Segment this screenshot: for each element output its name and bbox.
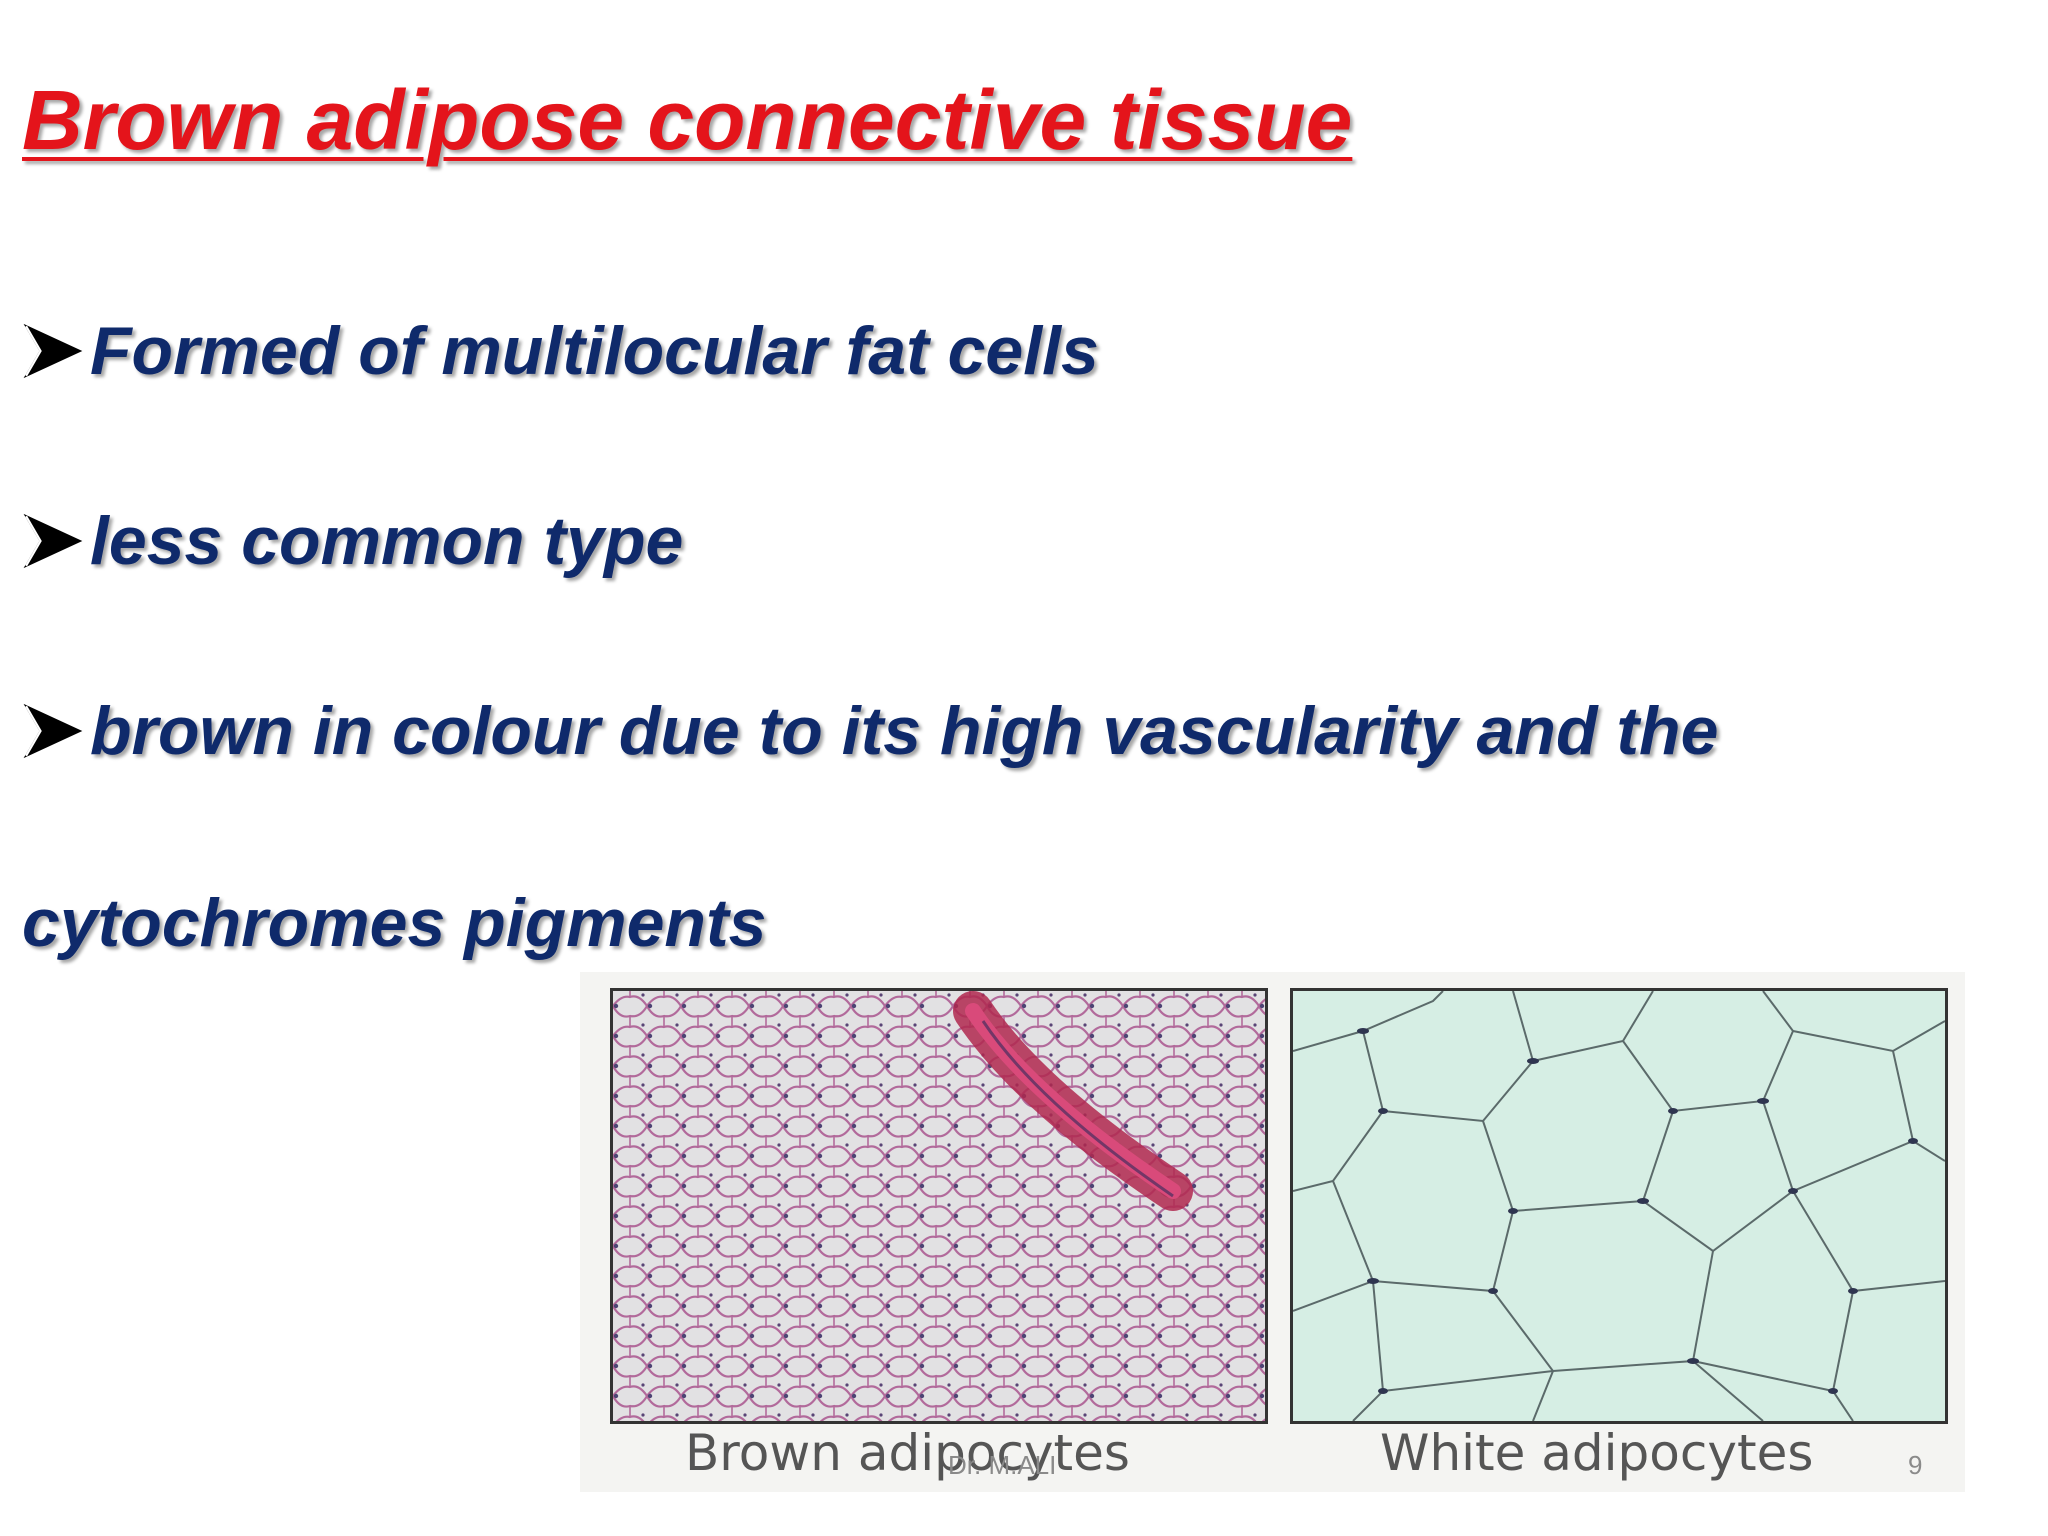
histology-figure: Brown adipocytes White adipocytes — [580, 972, 1965, 1492]
footer-author: Dr. M.ALI — [948, 1450, 1057, 1480]
bullet-text-1: Formed of multilocular fat cells — [90, 313, 1099, 389]
bullet-item-1: Formed of multilocular fat cells — [22, 312, 1099, 390]
slide-title: Brown adipose connective tissue — [22, 73, 1353, 167]
brown-adipocytes-image — [613, 991, 1265, 1421]
bullet-text-2: less common type — [90, 503, 684, 579]
bullet-text-3: brown in colour due to its high vascular… — [90, 693, 1719, 769]
white-adipocytes-label: White adipocytes — [1380, 1424, 1814, 1482]
arrowhead-bullet-icon — [23, 513, 83, 569]
arrowhead-bullet-icon — [23, 703, 83, 759]
white-adipocytes-micrograph — [1290, 988, 1948, 1424]
bullet-item-2: less common type — [22, 502, 683, 580]
brown-adipocytes-label: Brown adipocytes — [685, 1424, 1130, 1482]
bullet-text-3-continuation: cytochromes pigments — [22, 885, 767, 961]
slide-page-number: 9 — [1908, 1450, 1923, 1480]
white-adipocytes-image — [1293, 991, 1945, 1421]
arrowhead-bullet-icon — [23, 323, 83, 379]
bullet-item-3: brown in colour due to its high vascular… — [22, 692, 1718, 770]
brown-adipocytes-micrograph — [610, 988, 1268, 1424]
